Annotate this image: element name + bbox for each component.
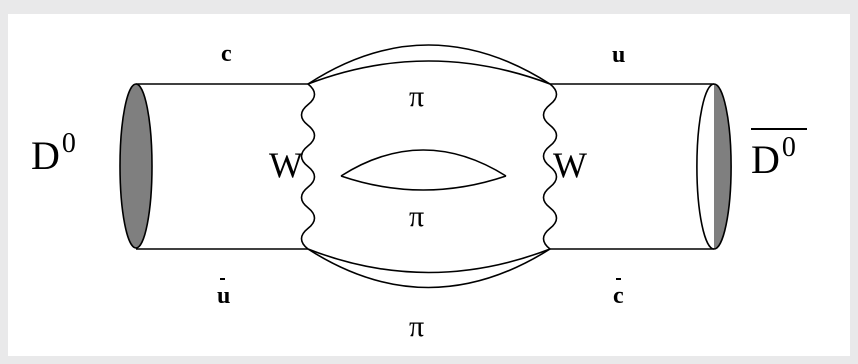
antiparticle-overline [751,128,807,130]
left-meson-label: D0 [31,130,76,178]
w-boson-left-line [300,83,316,250]
pion-bottom-label: π [409,310,425,343]
left-meson-tube [119,83,308,250]
right-meson-cap [713,83,732,250]
w-boson-left-label: W [269,145,303,185]
pion-middle-label: π [409,200,425,233]
antiquark-bar [616,278,621,280]
quark-bottom-right-symbol: c [613,283,624,309]
quark-bottom-left-label: u [217,278,231,309]
right-meson-label: D0 [751,128,807,182]
quark-bottom-right-label: c [613,278,624,309]
top-pion-loop [307,44,551,85]
right-meson-tube [550,83,732,250]
middle-pion-loop [340,149,507,191]
left-meson-symbol: D [31,133,60,178]
bottom-pion-loop [307,248,551,289]
quark-bottom-left-symbol: u [217,283,231,309]
quark-top-left-label: c [221,41,232,67]
quark-top-right-label: u [612,42,626,68]
right-meson-superscript: 0 [781,132,796,163]
diagram-frame: D0 D0 W W π π π c u u c [8,14,850,356]
feynman-diagram [119,44,732,289]
antiquark-bar [220,278,225,280]
pion-top-label: π [409,80,425,113]
w-boson-right-line [542,83,558,250]
right-meson-symbol: D [751,137,780,182]
w-boson-right-label: W [553,145,587,185]
left-meson-cap [119,83,153,249]
left-meson-superscript: 0 [61,128,76,159]
